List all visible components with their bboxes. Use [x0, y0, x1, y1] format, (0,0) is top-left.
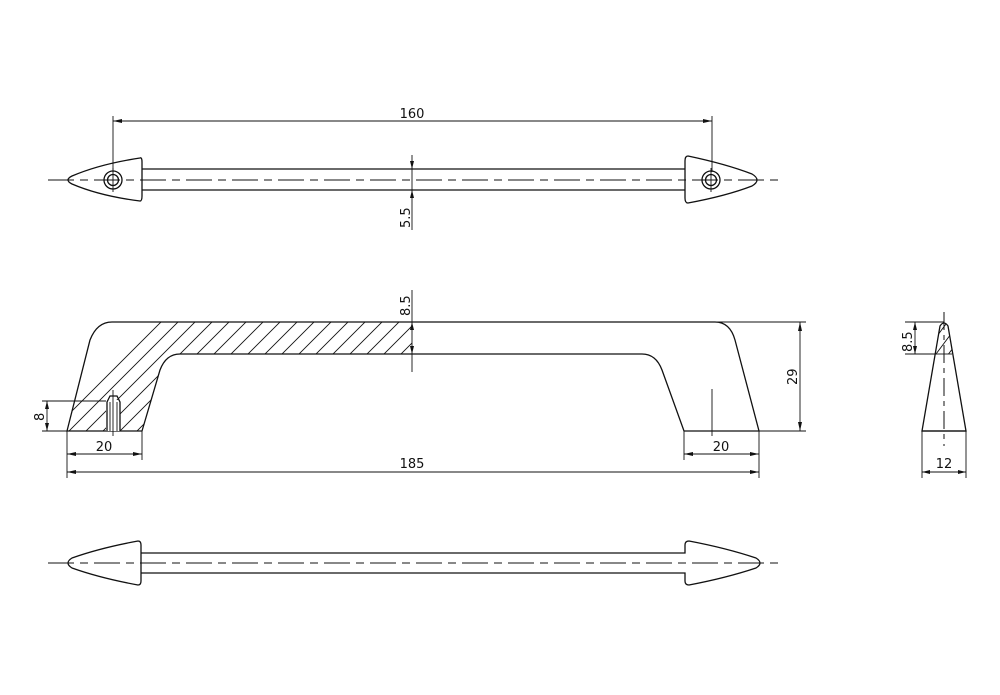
dim-label-bar-width: 5.5: [399, 207, 414, 228]
handle-profile: [66, 321, 760, 432]
dim-label-top-thickness: 8.5: [399, 295, 414, 316]
section-hatching: [67, 322, 412, 431]
side-view: 8.5 12: [901, 312, 967, 478]
dim-label-hole-spacing: 160: [400, 107, 425, 122]
threaded-insert: [106, 395, 121, 431]
front-view: 8.5 8 20 20 185 29: [33, 290, 806, 478]
bottom-handle-outline: [67, 540, 761, 586]
dim-label-side-thickness: 8.5: [901, 331, 916, 352]
dim-label-thread-depth: 8: [33, 413, 48, 421]
dim-label-height: 29: [786, 368, 801, 385]
dim-label-base-width: 12: [936, 457, 953, 472]
dim-label-overall-length: 185: [400, 457, 425, 472]
bottom-view: [48, 540, 778, 586]
dim-label-left-foot: 20: [96, 440, 113, 455]
left-end-cap: [67, 157, 143, 202]
right-end-cap: [684, 155, 758, 204]
dim-label-right-foot: 20: [713, 440, 730, 455]
top-view: 160 5.5: [48, 107, 778, 230]
